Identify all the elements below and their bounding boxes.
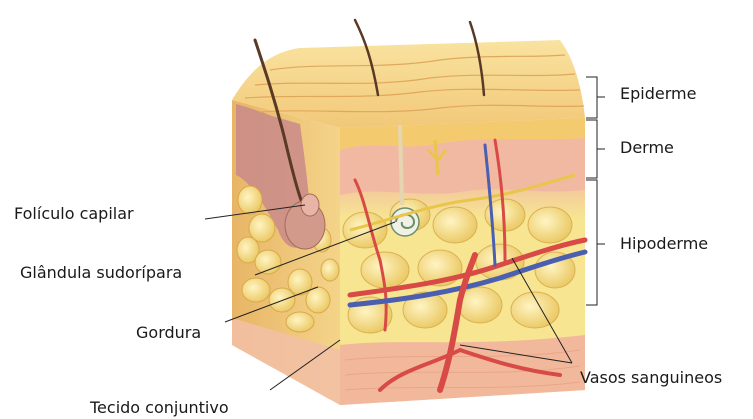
- label-glandula-sudoripara: Glândula sudorípara: [20, 265, 182, 281]
- label-tecido-conjuntivo: Tecido conjuntivo: [90, 400, 229, 416]
- label-vasos-sanguineos: Vasos sanguineos: [580, 370, 722, 386]
- label-epiderme: Epiderme: [620, 86, 696, 102]
- layer-brackets: [586, 77, 605, 305]
- label-gordura: Gordura: [136, 325, 201, 341]
- label-derme: Derme: [620, 140, 674, 156]
- label-foliculo-capilar: Folículo capilar: [14, 206, 134, 222]
- dermis-layer: [340, 138, 585, 195]
- label-hipoderme: Hipoderme: [620, 236, 708, 252]
